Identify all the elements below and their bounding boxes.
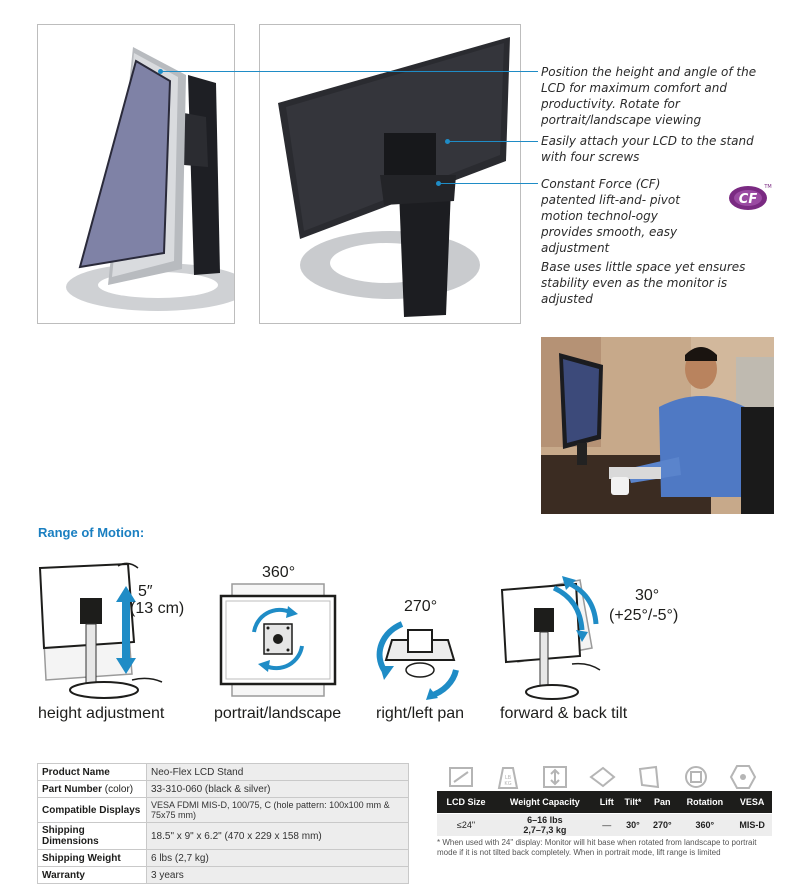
height-adjustment-diagram xyxy=(36,558,176,703)
height-adjustment-caption: height adjustment xyxy=(38,705,165,722)
svg-text:LB: LB xyxy=(505,775,512,781)
table-row: Part Number (color) 33-310-060 (black & … xyxy=(37,780,409,798)
leader-dot-3 xyxy=(436,181,441,186)
leader-line-2 xyxy=(447,141,538,142)
tilt-icon xyxy=(581,763,623,791)
spec-key: Shipping Dimensions xyxy=(37,822,147,850)
rotation-value: 360° xyxy=(262,564,296,581)
svg-text:KG: KG xyxy=(504,781,511,787)
table-cell: — xyxy=(594,813,619,836)
pan-icon xyxy=(628,763,670,791)
table-row: ≤24" 6–16 lbs 2,7–7,3 kg — 30° 270° 360°… xyxy=(437,813,772,836)
vesa-icon xyxy=(722,763,764,791)
spec-value: 33-310-060 (black & silver) xyxy=(146,780,409,798)
column-header: Rotation xyxy=(677,791,733,814)
leader-dot-1 xyxy=(158,69,163,74)
column-header: VESA xyxy=(732,791,772,814)
table-row: Product Name Neo-Flex LCD Stand xyxy=(37,763,409,781)
feature-base-text: Base uses little space yet ensures stabi… xyxy=(541,260,746,306)
spec-value: VESA FDMI MIS-D, 100/75, C (hole pattern… xyxy=(146,797,409,823)
monitor-rear-illustration xyxy=(278,37,510,317)
table-cell: ≤24" xyxy=(437,813,496,836)
cf-logo-icon: CF TM xyxy=(728,182,772,212)
capability-table: LCD Size Weight Capacity Lift Tilt* Pan … xyxy=(437,791,772,836)
spec-value: 6 lbs (2,7 kg) xyxy=(146,849,409,867)
column-header: LCD Size xyxy=(437,791,496,814)
table-row: Shipping Weight 6 lbs (2,7 kg) xyxy=(37,849,409,867)
feature-position-text: Position the height and angle of the LCD… xyxy=(541,65,757,127)
column-header: Weight Capacity xyxy=(495,791,595,814)
spec-value: 18.5" x 9" x 6.2" (470 x 229 x 158 mm) xyxy=(146,822,409,850)
table-cell: MIS-D xyxy=(732,813,772,836)
column-header: Lift xyxy=(594,791,619,814)
cf-tm-mark: TM xyxy=(763,184,771,190)
cf-logo-text: CF xyxy=(739,192,758,207)
height-value-metric: (13 cm) xyxy=(130,600,185,617)
spec-value: 3 years xyxy=(146,866,409,884)
pan-diagram xyxy=(372,614,468,700)
table-cell: 6–16 lbs 2,7–7,3 kg xyxy=(495,813,595,836)
table-cell: 360° xyxy=(677,813,733,836)
table-cell: 270° xyxy=(647,813,678,836)
spec-key: Warranty xyxy=(37,866,147,884)
spec-key: Part Number (color) xyxy=(37,780,147,798)
table-row: Shipping Dimensions 18.5" x 9" x 6.2" (4… xyxy=(37,822,409,850)
table-row: Warranty 3 years xyxy=(37,866,409,884)
office-photo xyxy=(541,337,774,514)
leader-line-1 xyxy=(160,71,538,72)
spec-table: Product Name Neo-Flex LCD Stand Part Num… xyxy=(37,763,409,884)
column-header: Tilt* xyxy=(618,791,648,814)
portrait-landscape-caption: portrait/landscape xyxy=(214,705,342,722)
tilt-caption: forward & back tilt xyxy=(500,705,628,722)
leader-dot-2 xyxy=(445,139,450,144)
table-cell: 30° xyxy=(618,813,648,836)
lift-icon xyxy=(534,763,576,791)
feature-cf-text: Constant Force (CF) patented lift-and- p… xyxy=(541,177,680,255)
column-header: Pan xyxy=(647,791,678,814)
range-of-motion-title: Range of Motion: xyxy=(38,525,145,540)
lcd-size-icon xyxy=(440,763,482,791)
rotation-icon xyxy=(675,763,717,791)
monitor-side-illustration xyxy=(66,47,234,311)
pan-caption: right/left pan xyxy=(376,705,465,722)
leader-line-3 xyxy=(438,183,538,184)
spec-key: Shipping Weight xyxy=(37,849,147,867)
product-photo-rear xyxy=(259,24,521,324)
pan-value: 270° xyxy=(404,598,438,615)
feature-attach-text: Easily attach your LCD to the stand with… xyxy=(541,134,754,164)
spec-key: Product Name xyxy=(37,763,147,781)
portrait-landscape-diagram xyxy=(218,582,338,700)
table-header-row: LCD Size Weight Capacity Lift Tilt* Pan … xyxy=(437,791,772,814)
footnote: * When used with 24" display: Monitor wi… xyxy=(437,838,757,857)
tilt-diagram xyxy=(496,570,606,704)
product-photo-side xyxy=(37,24,235,324)
tilt-range: (+25°/-5°) xyxy=(609,607,679,624)
spec-key: Compatible Displays xyxy=(37,797,147,823)
table-row: Compatible Displays VESA FDMI MIS-D, 100… xyxy=(37,797,409,823)
tilt-value: 30° xyxy=(635,587,660,604)
height-value: 5″ xyxy=(138,583,153,600)
spec-value: Neo-Flex LCD Stand xyxy=(146,763,409,781)
